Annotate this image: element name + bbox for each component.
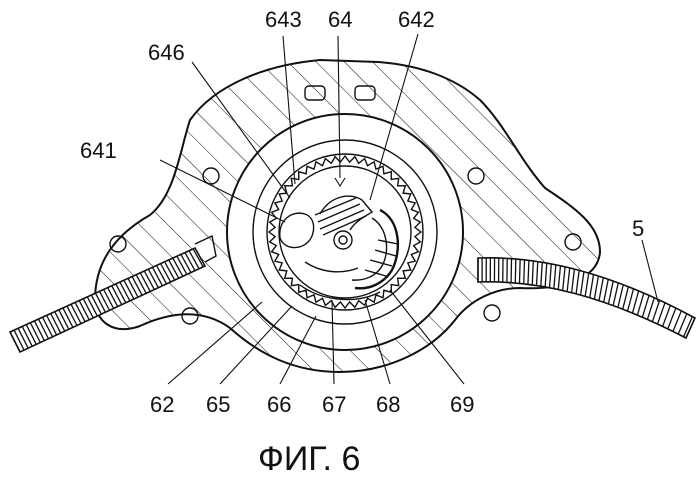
central-bore (227, 114, 463, 350)
label-643: 643 (265, 7, 302, 32)
label-62: 62 (150, 392, 174, 417)
label-65: 65 (206, 392, 230, 417)
figure-caption: ФИГ. 6 (258, 440, 360, 478)
label-66: 66 (267, 392, 291, 417)
label-646: 646 (148, 40, 185, 65)
label-64: 64 (328, 7, 352, 32)
label-5: 5 (632, 216, 644, 241)
label-69: 69 (450, 392, 474, 417)
label-67: 67 (322, 392, 346, 417)
label-68: 68 (376, 392, 400, 417)
label-641: 641 (80, 138, 117, 163)
label-642: 642 (398, 7, 435, 32)
